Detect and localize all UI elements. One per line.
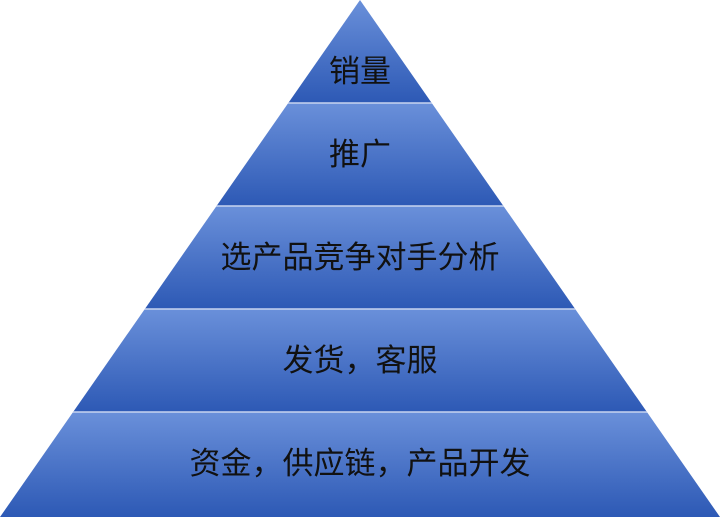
level-2-label: 推广 — [329, 137, 391, 173]
level-1-label: 销量 — [329, 54, 391, 90]
level-4-label: 发货，客服 — [282, 343, 438, 379]
pyramid-level-5 — [0, 412, 720, 517]
level-3-label: 选产品竞争对手分析 — [220, 240, 500, 276]
level-5-label: 资金，供应链，产品开发 — [189, 446, 531, 482]
